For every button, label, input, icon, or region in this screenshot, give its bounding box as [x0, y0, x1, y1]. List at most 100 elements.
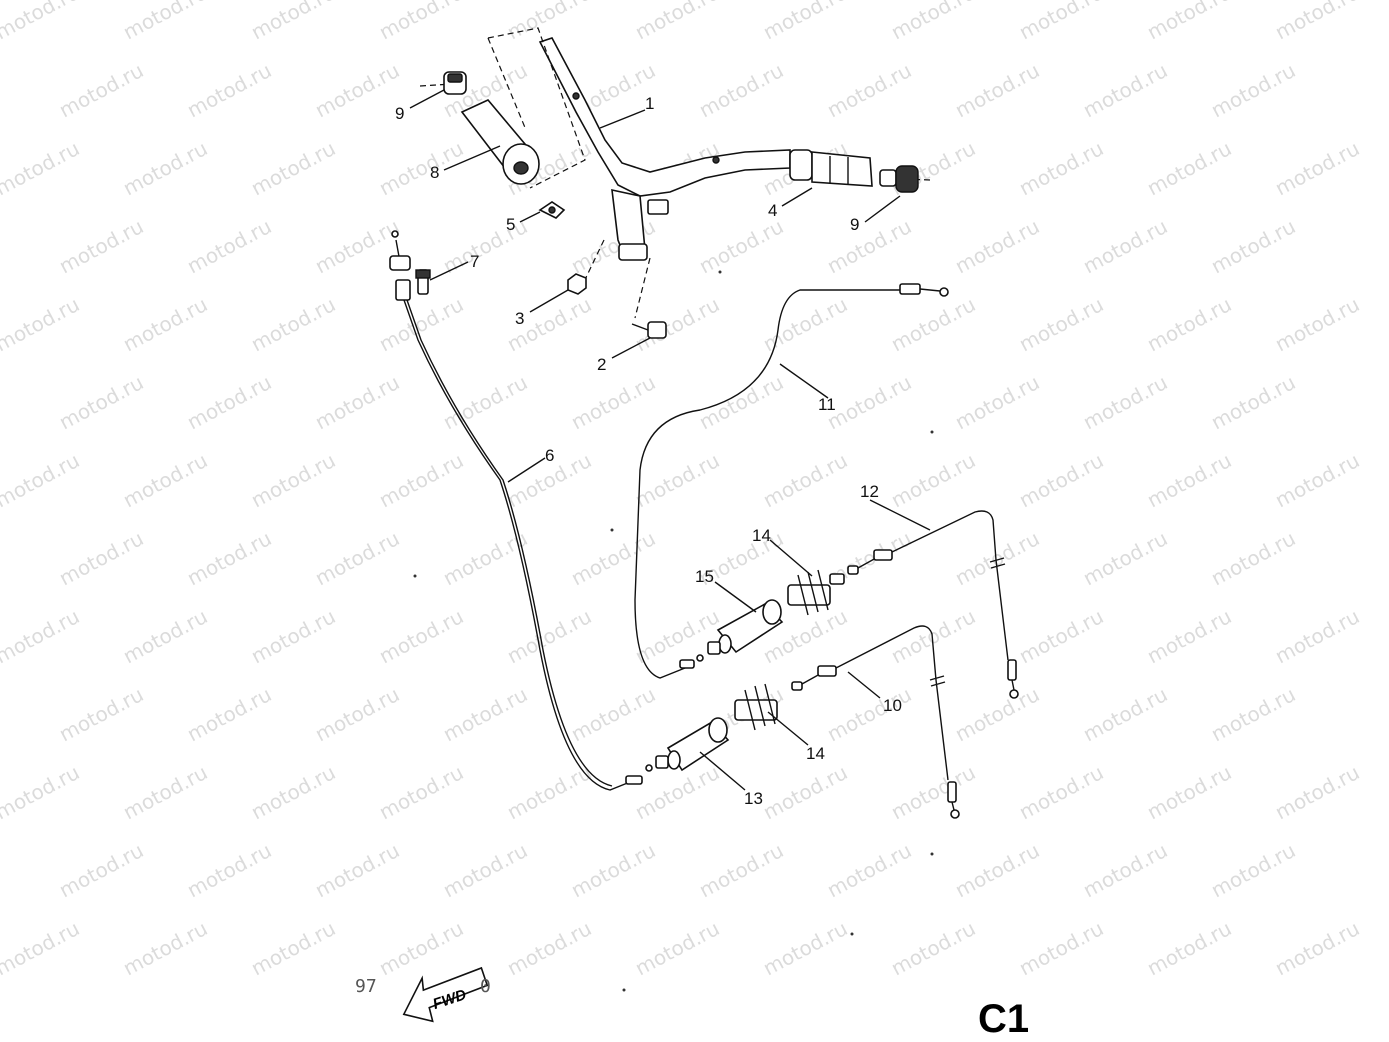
watermark-text: motod.ru: [695, 838, 787, 902]
watermark-text: motod.ru: [0, 292, 83, 356]
watermark-text: motod.ru: [951, 214, 1043, 278]
callout-14-lower: 14: [806, 744, 825, 763]
callout-2: 2: [597, 355, 606, 374]
watermark-text: motod.ru: [1015, 916, 1107, 980]
watermark-text: motod.ru: [759, 916, 851, 980]
watermark-text: motod.ru: [55, 214, 147, 278]
watermark-text: motod.ru: [119, 916, 211, 980]
watermark-text: motod.ru: [567, 370, 659, 434]
watermark-text: motod.ru: [951, 682, 1043, 746]
watermark-text: motod.ru: [695, 58, 787, 122]
watermark-text: motod.ru: [951, 58, 1043, 122]
watermark-layer: motod.ru motod.ru motod.ru motod.ru motod.ru…: [0, 0, 1363, 980]
watermark-text: motod.ru: [1143, 760, 1235, 824]
callout-1: 1: [645, 94, 654, 113]
watermark-text: motod.ru: [183, 58, 275, 122]
watermark-text: motod.ru: [631, 0, 723, 44]
watermark-text: motod.ru: [951, 838, 1043, 902]
watermark-text: motod.ru: [1015, 760, 1107, 824]
watermark-text: motod.ru: [375, 136, 467, 200]
watermark-text: motod.ru: [183, 682, 275, 746]
cable-10: [791, 625, 960, 819]
watermark-text: motod.ru: [503, 916, 595, 980]
watermark-text: motod.ru: [55, 838, 147, 902]
callout-3: 3: [515, 309, 524, 328]
watermark-text: motod.ru: [887, 0, 979, 44]
watermark-text: motod.ru: [183, 370, 275, 434]
watermark-text: motod.ru: [0, 760, 83, 824]
watermark-text: motod.ru: [375, 448, 467, 512]
watermark-text: motod.ru: [0, 916, 83, 980]
watermark-text: motod.ru: [695, 214, 787, 278]
watermark-text: motod.ru: [503, 604, 595, 668]
watermark-text: motod.ru: [887, 760, 979, 824]
watermark-text: motod.ru: [759, 0, 851, 44]
watermark-text: motod.ru: [1015, 292, 1107, 356]
watermark-text: motod.ru: [1143, 0, 1235, 44]
figure-mark-right: 0: [480, 976, 491, 997]
callout-9-left: 9: [395, 104, 404, 123]
watermark-text: motod.ru: [1271, 292, 1363, 356]
watermark-text: motod.ru: [1079, 838, 1171, 902]
watermark-text: motod.ru: [439, 526, 531, 590]
cable-splitter-14-upper: [787, 569, 845, 616]
watermark-text: motod.ru: [375, 0, 467, 44]
watermark-text: motod.ru: [375, 604, 467, 668]
watermark-text: motod.ru: [1207, 682, 1299, 746]
watermark-text: motod.ru: [631, 916, 723, 980]
watermark-text: motod.ru: [1143, 916, 1235, 980]
watermark-text: motod.ru: [1079, 682, 1171, 746]
watermark-text: motod.ru: [375, 760, 467, 824]
bolt-7: [415, 269, 431, 295]
watermark-text: motod.ru: [567, 838, 659, 902]
watermark-text: motod.ru: [887, 292, 979, 356]
watermark-text: motod.ru: [951, 526, 1043, 590]
watermark-text: motod.ru: [247, 136, 339, 200]
watermark-text: motod.ru: [1143, 448, 1235, 512]
watermark-text: motod.ru: [631, 448, 723, 512]
watermark-text: motod.ru: [439, 682, 531, 746]
watermark-text: motod.ru: [247, 604, 339, 668]
page-code: C1: [978, 997, 1029, 1041]
watermark-text: motod.ru: [311, 838, 403, 902]
cable-6: [389, 230, 653, 791]
watermark-text: motod.ru: [119, 0, 211, 44]
watermark-text: motod.ru: [1207, 370, 1299, 434]
watermark-text: motod.ru: [1079, 58, 1171, 122]
callout-15: 15: [695, 567, 714, 586]
watermark-text: motod.ru: [1079, 370, 1171, 434]
callout-13: 13: [744, 789, 763, 808]
watermark-text: motod.ru: [183, 214, 275, 278]
left-bar-end-weight: [443, 71, 467, 95]
watermark-text: motod.ru: [55, 370, 147, 434]
watermark-text: motod.ru: [311, 682, 403, 746]
watermark-text: motod.ru: [1271, 916, 1363, 980]
watermark-text: motod.ru: [1207, 838, 1299, 902]
watermark-text: motod.ru: [887, 604, 979, 668]
cable-splitter-14-lower: [734, 683, 778, 731]
leader-lines: [409, 89, 931, 791]
watermark-text: motod.ru: [1271, 448, 1363, 512]
watermark-text: motod.ru: [119, 604, 211, 668]
watermark-text: motod.ru: [1207, 214, 1299, 278]
watermark-text: motod.ru: [1271, 136, 1363, 200]
watermark-text: motod.ru: [247, 0, 339, 44]
watermark-text: motod.ru: [1207, 526, 1299, 590]
right-bar-end-weight: [879, 165, 919, 193]
callout-14-upper: 14: [752, 526, 771, 545]
watermark-text: motod.ru: [119, 292, 211, 356]
watermark-text: motod.ru: [183, 526, 275, 590]
watermark-text: motod.ru: [759, 448, 851, 512]
watermark-text: motod.ru: [375, 916, 467, 980]
callout-labels: 1 2 3 4 5 6 7 8 9 9 10 11 12 13 14 14 15: [395, 94, 902, 808]
watermark-text: motod.ru: [0, 604, 83, 668]
watermark-text: motod.ru: [1015, 136, 1107, 200]
right-grip: [789, 149, 873, 187]
watermark-text: motod.ru: [567, 682, 659, 746]
callout-12: 12: [860, 482, 879, 501]
cable-11: [634, 283, 949, 679]
watermark-text: motod.ru: [1079, 214, 1171, 278]
watermark-text: motod.ru: [247, 760, 339, 824]
watermark-text: motod.ru: [695, 370, 787, 434]
